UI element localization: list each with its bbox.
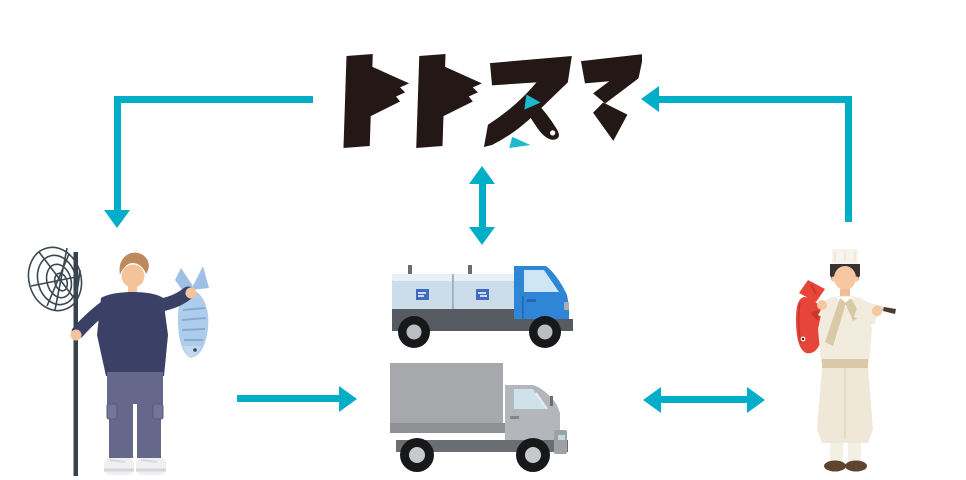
arrow-chef-to-logo-head — [641, 86, 659, 112]
right-hand — [185, 287, 197, 299]
red-fish-icon — [796, 280, 825, 354]
logo-accent-triangles — [509, 94, 541, 148]
blue-tank-truck-icon — [392, 265, 573, 348]
fisherman-figure — [70, 252, 197, 475]
logo-fish-eye — [550, 130, 556, 136]
arrow-trucks-chef-shaft — [661, 396, 747, 403]
arrow-logo-to-fisherman-vshaft — [114, 96, 121, 210]
wheels — [398, 316, 561, 348]
live-fish-truck-node — [388, 262, 588, 350]
arrow-fisherman-to-trucks-head — [339, 386, 357, 412]
hand-holding-fish — [817, 300, 827, 310]
arrow-logo-to-fisherman-hshaft — [114, 96, 313, 103]
chef-figure — [817, 249, 883, 472]
arrow-logo-trucks-up-head — [469, 166, 495, 184]
right-sleeve — [854, 299, 880, 325]
gray-box-truck-icon — [390, 363, 568, 472]
net-pole — [73, 252, 78, 476]
fisherman-node — [25, 240, 217, 478]
fishing-net-icon — [27, 246, 83, 476]
hand-holding-knife — [871, 305, 883, 317]
arrow-trucks-chef-right-head — [747, 387, 765, 413]
windshield — [524, 270, 559, 292]
cargo-truck-node — [388, 360, 580, 476]
arrow-trucks-chef-left-head — [643, 387, 661, 413]
arrow-fisherman-to-trucks-shaft — [237, 395, 339, 402]
blue-fish-icon — [175, 266, 209, 358]
chef-node — [788, 247, 900, 478]
sushi-chef-with-fish-and-knife-icon — [796, 249, 896, 472]
arrow-logo-to-fisherman-head — [104, 210, 130, 228]
left-hand — [70, 329, 82, 341]
totosuma-logo: トトスマ — [338, 52, 642, 148]
cargo-box — [390, 363, 503, 428]
left-sleeve — [818, 301, 835, 321]
totosuma-wordmark-icon — [343, 54, 642, 148]
windshield — [514, 389, 546, 409]
arrow-logo-trucks-down-head — [469, 227, 495, 245]
arrow-chef-to-logo-vshaft — [845, 96, 852, 222]
arrow-chef-to-logo-hshaft — [659, 96, 852, 103]
sash — [822, 359, 868, 368]
tank-logo-badges — [416, 289, 489, 300]
arrow-logo-trucks-shaft — [479, 184, 486, 227]
shoe — [845, 460, 867, 472]
fisherman-with-net-and-fish-icon — [27, 246, 209, 476]
wheels — [400, 438, 550, 472]
shoe — [824, 460, 846, 472]
